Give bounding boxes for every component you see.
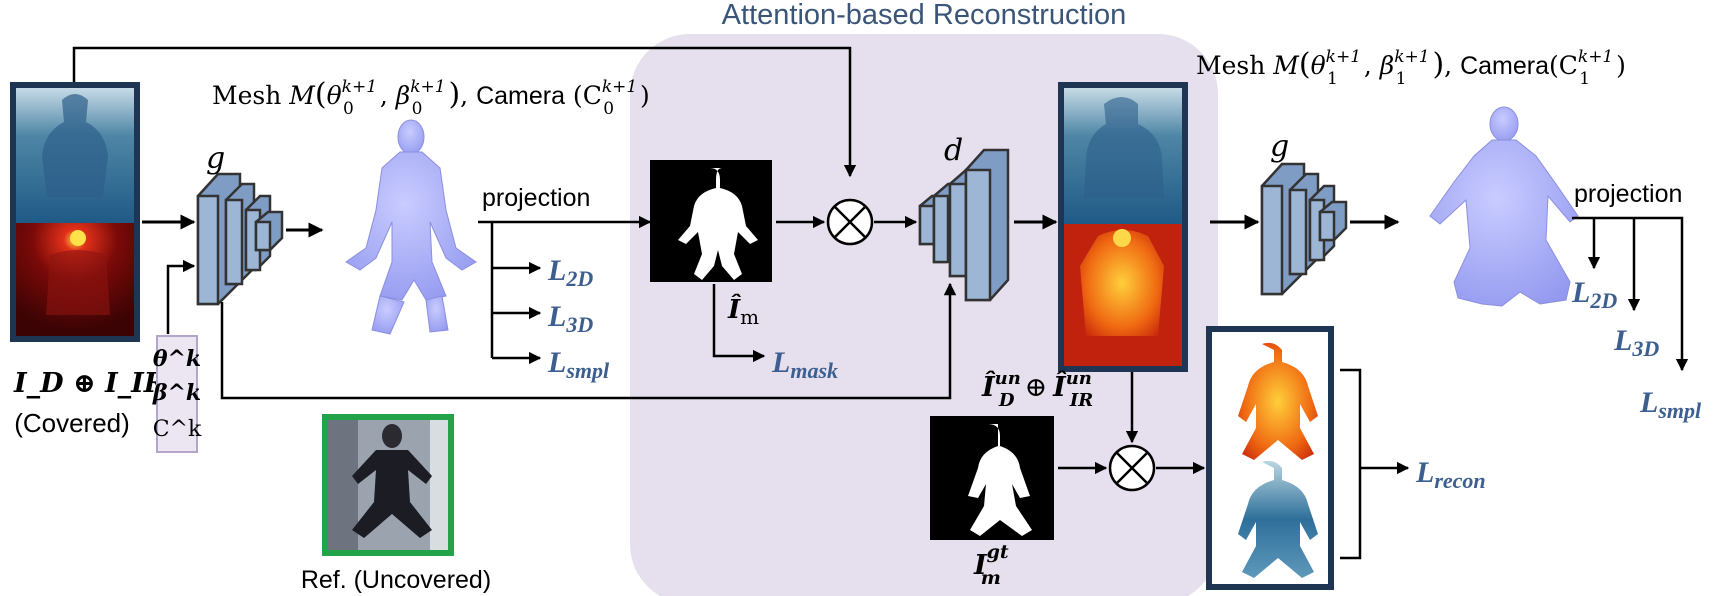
loss-lsmpl-left: Lsmpl [547, 346, 610, 383]
loss-lsmpl-right: Lsmpl [1639, 386, 1702, 423]
input-formula: I_D ⊕ I_IR (Covered) [13, 368, 166, 438]
arrow-mask-to-loss [712, 284, 766, 363]
predicted-mask-label: Îm [727, 293, 759, 329]
predicted-mask [650, 160, 772, 282]
recon-bracket [1340, 368, 1362, 560]
skip-connection-bottom [220, 282, 957, 400]
param-theta: θ^k [153, 346, 201, 372]
projection-label-1: projection [482, 184, 590, 212]
otimes-1 [826, 198, 874, 246]
svg-text:I_D ⊕ I_IR: I_D ⊕ I_IR [13, 368, 166, 399]
reconstructed-image [1058, 82, 1188, 372]
loss-recon: Lrecon [1415, 456, 1486, 493]
skip-connection-top [72, 46, 857, 178]
encoder-network-1 [196, 172, 284, 306]
encoder-label-2: g [1270, 129, 1289, 164]
loss-l2d-right: L2D [1571, 276, 1617, 313]
decoder-label: d [944, 133, 963, 168]
projection-line-2 [1572, 216, 1689, 372]
human-mesh-1 [1429, 106, 1579, 307]
param-beta: β^k [152, 380, 201, 406]
loss-l3d-right: L3D [1613, 324, 1659, 361]
loss-l2d-left: L2D [547, 254, 593, 291]
otimes-2 [1108, 444, 1156, 492]
input-image-covered [10, 82, 140, 342]
input-caption: (Covered) [14, 408, 130, 438]
region-title: Attention-based Reconstruction [722, 0, 1127, 31]
loss-mask: Lmask [771, 346, 838, 383]
decoder-network [918, 148, 1010, 302]
encoder-label-1: g [206, 141, 225, 176]
parameter-box: θ^k β^k C^k [152, 335, 202, 453]
encoder-network-2 [1260, 162, 1348, 296]
reference-caption: Ref. (Uncovered) [301, 566, 491, 594]
arrow-params-to-encoder [166, 259, 196, 334]
param-camera: C^k [153, 417, 202, 442]
gt-mask [930, 416, 1054, 540]
loss-l3d-left: L3D [547, 300, 593, 337]
projection-label-2: projection [1574, 180, 1682, 208]
reference-image [322, 414, 454, 556]
human-mesh-0 [345, 119, 477, 335]
masked-output [1206, 326, 1334, 590]
